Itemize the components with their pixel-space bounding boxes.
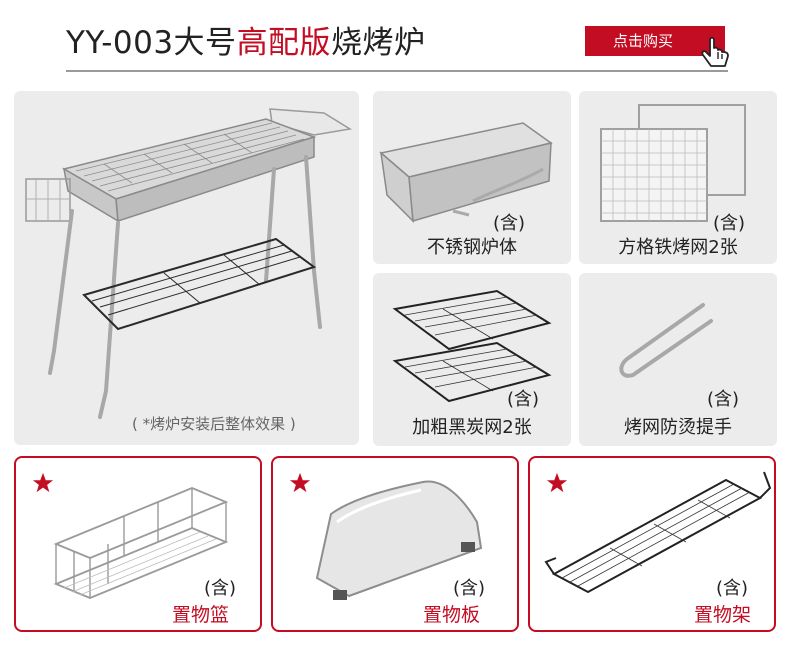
accessory-label: 置物架 [694,604,752,626]
star-icon [32,472,54,493]
accessory-card-rack: (含) 置物架 [528,456,776,632]
title-highlight: 高配版 [236,25,332,61]
included-label: (含) [204,578,237,599]
product-label: 加粗黑炭网2张 [412,417,532,438]
title-divider [66,70,728,72]
charcoal-mesh-image [392,289,552,403]
accessory-label: 置物板 [423,604,481,626]
buy-button[interactable]: 点击购买 [585,26,725,56]
product-card-handle: (含) 烤网防烫提手 [579,273,777,446]
product-card-charcoal: (含) 加粗黑炭网2张 [373,273,571,446]
product-label: 烤网防烫提手 [624,417,732,438]
main-grill-card: ( *烤炉安装后整体效果 ) [14,91,359,445]
storage-board-image [315,480,483,600]
product-label: 方格铁烤网2张 [618,237,738,258]
included-label: (含) [507,389,540,410]
product-label: 不锈钢炉体 [427,237,517,258]
star-icon [289,472,311,493]
storage-rack-image [544,471,772,594]
assembled-grill-image [25,108,353,419]
title-suffix: 烧烤炉 [331,25,426,61]
included-label: (含) [707,389,740,410]
heat-proof-handle-image [619,303,713,378]
product-card-body: (含) 不锈钢炉体 [373,91,571,264]
title-prefix: YY-003大号 [66,25,237,61]
included-label: (含) [716,578,749,599]
star-icon [546,472,568,493]
accessory-label: 置物篮 [172,604,230,626]
included-label: (含) [493,213,526,234]
product-card-mesh: (含) 方格铁烤网2张 [579,91,777,264]
storage-basket-image [53,487,229,599]
accessory-card-board: (含) 置物板 [271,456,519,632]
grill-mesh-image [600,104,746,222]
included-label: (含) [713,213,746,234]
accessory-card-basket: (含) 置物篮 [14,456,262,632]
page-title: YY-003大号高配版烧烤炉 [66,17,426,62]
grill-body-image [379,122,553,223]
hand-cursor-icon [701,36,729,67]
included-label: (含) [453,578,486,599]
assembly-note: ( *烤炉安装后整体效果 ) [132,415,296,433]
